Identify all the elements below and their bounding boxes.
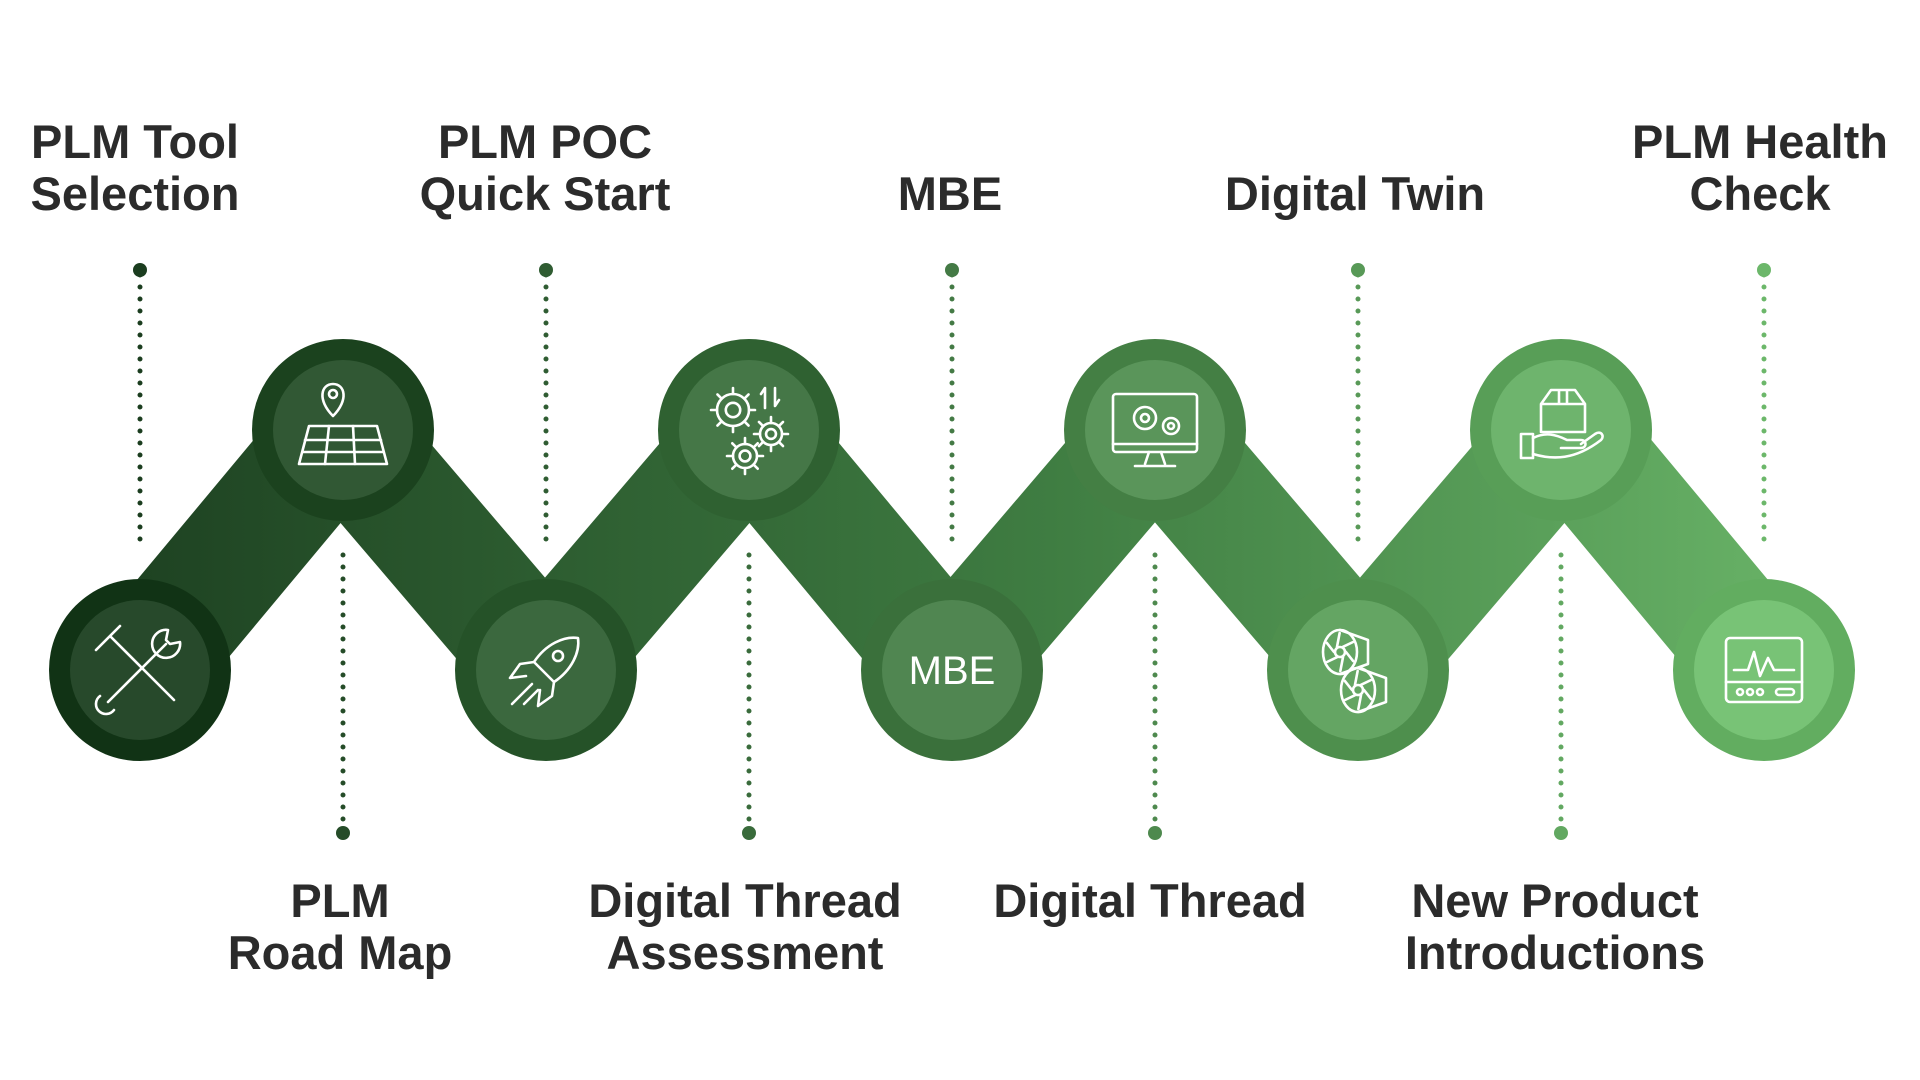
- label-line: Digital Twin: [1224, 167, 1486, 220]
- step-node: [1470, 339, 1652, 521]
- node-inner-circle: [476, 600, 616, 740]
- label-line: Assessment: [606, 926, 884, 979]
- label-plm-tool-selection: PLM Tool Selection: [0, 110, 325, 220]
- label-mbe: MBE: [760, 110, 1140, 220]
- package-hand-icon: [1519, 388, 1604, 460]
- tools-icon: [94, 624, 182, 716]
- mbe-icon-text: MBE: [909, 649, 996, 693]
- label-new-product-introductions: New Product Introductions: [1365, 875, 1745, 979]
- connector: [1148, 552, 1162, 840]
- label-line: PLM Health: [1632, 115, 1888, 168]
- label-line: Selection: [30, 167, 240, 220]
- step-node: [1267, 579, 1449, 761]
- label-line: Introductions: [1404, 926, 1706, 979]
- nodes: MBE: [49, 339, 1855, 761]
- health-monitor-icon: [1724, 636, 1804, 704]
- connector-dot: [336, 826, 350, 840]
- connector-dot: [1554, 826, 1568, 840]
- gears-icon: [709, 386, 790, 476]
- node-inner-circle: [882, 600, 1022, 740]
- node-inner-circle: [679, 360, 819, 500]
- step-node: [49, 579, 231, 761]
- node-inner-circle: [1085, 360, 1225, 500]
- step-node: [1673, 579, 1855, 761]
- connector: [742, 552, 756, 840]
- label-line: Digital Thread: [588, 874, 902, 927]
- connector-dot: [1351, 263, 1365, 277]
- label-line: Check: [1689, 167, 1831, 220]
- label-digital-twin: Digital Twin: [1165, 110, 1545, 220]
- step-node: [252, 339, 434, 521]
- label-line: PLM Tool: [31, 115, 239, 168]
- step-node: [455, 579, 637, 761]
- label-line: PLM: [290, 874, 390, 927]
- step-node: [658, 339, 840, 521]
- connector: [133, 263, 147, 553]
- connector-dot: [945, 263, 959, 277]
- connector-dot: [133, 263, 147, 277]
- label-line: MBE: [897, 167, 1003, 220]
- connector-dot: [742, 826, 756, 840]
- connector: [1757, 263, 1771, 553]
- connector-dot: [1757, 263, 1771, 277]
- map-pin-icon: [297, 382, 389, 466]
- label-digital-thread-assessment: Digital Thread Assessment: [555, 875, 935, 979]
- connector: [336, 552, 350, 840]
- connector: [1351, 263, 1365, 553]
- step-node: [1064, 339, 1246, 521]
- node-inner-circle: [273, 360, 413, 500]
- label-plm-road-map: PLM Road Map: [150, 875, 530, 979]
- label-digital-thread: Digital Thread: [960, 875, 1340, 927]
- label-plm-poc-quick-start: PLM POC Quick Start: [355, 110, 735, 220]
- connector-dot: [1148, 826, 1162, 840]
- rocket-icon: [508, 636, 580, 708]
- label-line: New Product: [1411, 874, 1699, 927]
- label-line: Quick Start: [419, 167, 671, 220]
- step-node: MBE: [861, 579, 1043, 761]
- label-plm-health-check: PLM Health Check: [1570, 110, 1920, 220]
- mbe-icon: MBE: [909, 649, 996, 693]
- label-line: Road Map: [227, 926, 453, 979]
- connectors: [133, 263, 1771, 840]
- connector: [1554, 552, 1568, 840]
- node-inner-circle: [1491, 360, 1631, 500]
- connector: [539, 263, 553, 553]
- connector-dot: [539, 263, 553, 277]
- connector: [945, 263, 959, 553]
- turbines-icon: [1321, 628, 1388, 714]
- monitor-gears-icon: [1111, 392, 1199, 468]
- label-line: PLM POC: [437, 115, 653, 168]
- label-line: Digital Thread: [993, 874, 1307, 927]
